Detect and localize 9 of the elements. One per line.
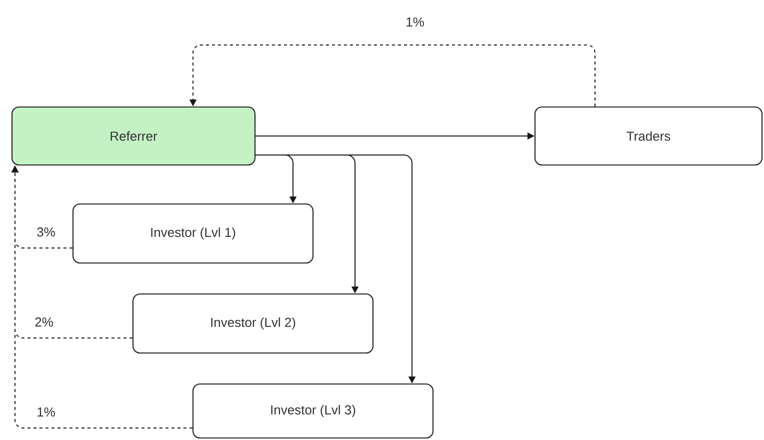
edge-label: 2% [34, 316, 54, 328]
process-box: Referrer [11, 106, 256, 166]
edge-label: 1% [404, 16, 426, 28]
edge-label: 1% [36, 406, 56, 418]
process-box: Investor (Lvl 2) [132, 293, 374, 354]
process-box: Investor (Lvl 3) [192, 383, 434, 439]
process-box: Traders [534, 106, 763, 166]
edge-label: 3% [36, 226, 56, 238]
process-box: Investor (Lvl 1) [72, 203, 314, 264]
